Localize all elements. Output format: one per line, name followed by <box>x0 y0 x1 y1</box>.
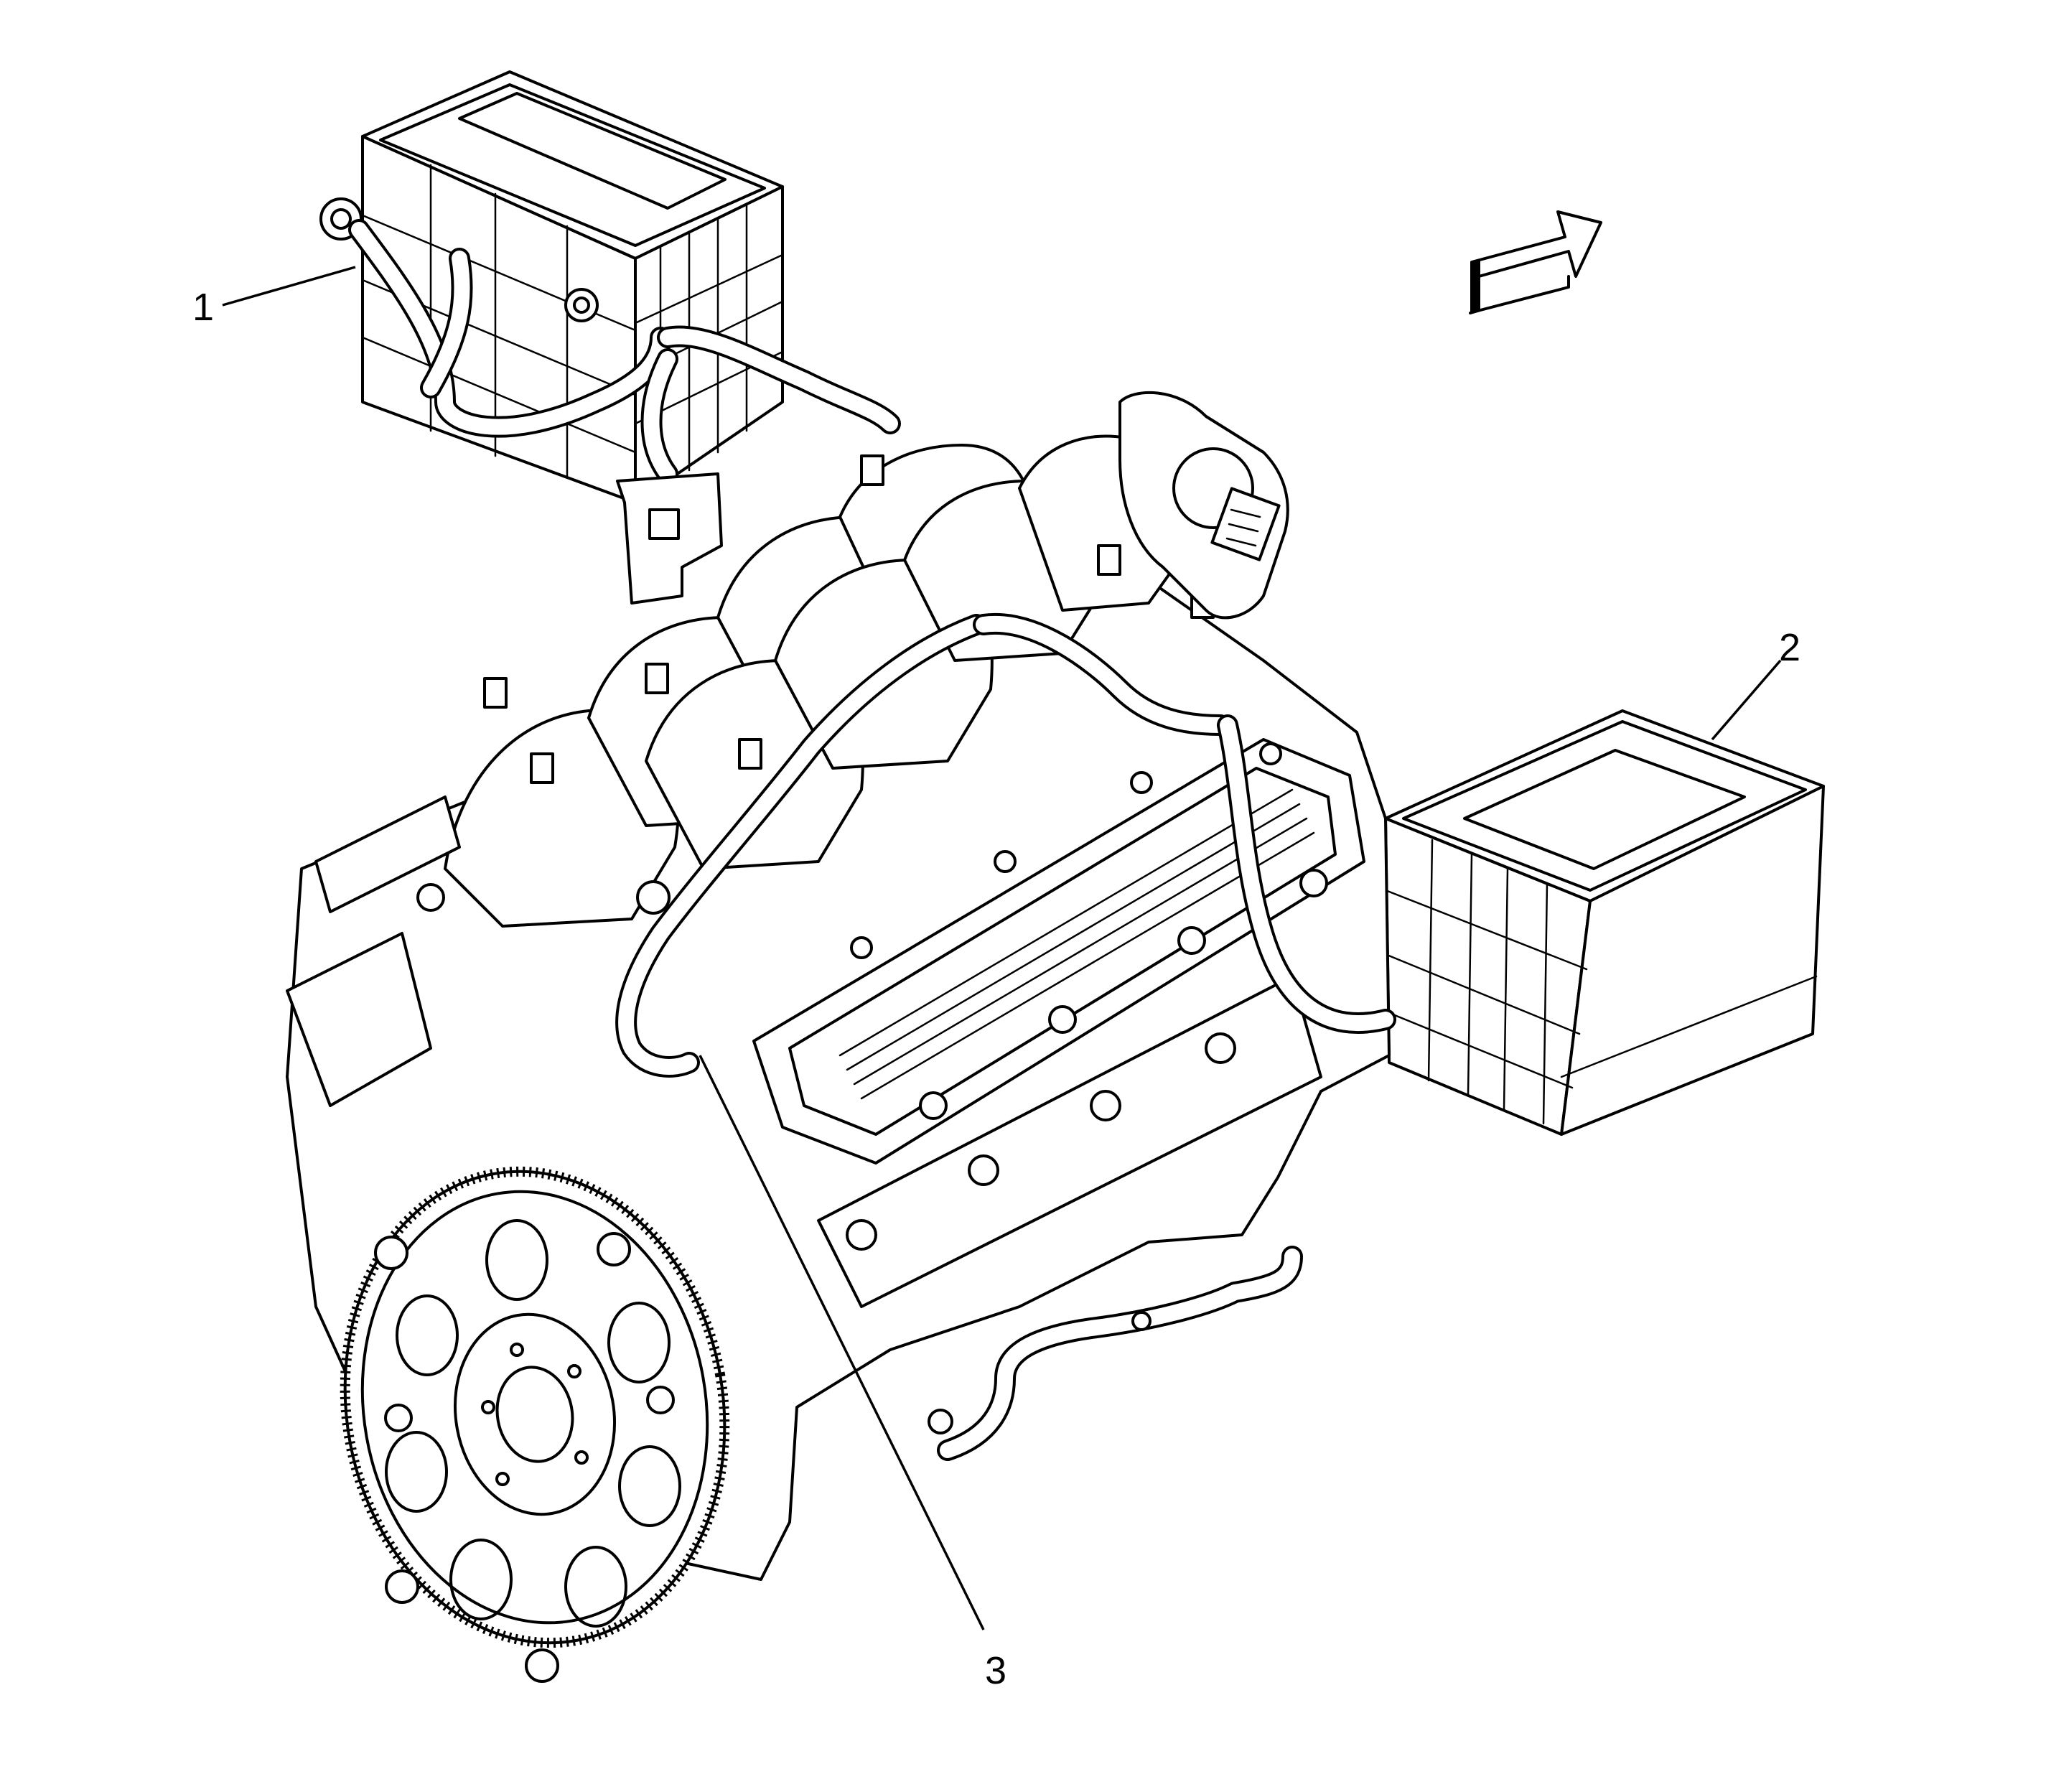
battery-2 <box>1384 709 1825 1136</box>
battery-1-cables <box>348 219 901 605</box>
ground-cable <box>615 612 1396 1461</box>
callout-3-label: 3 <box>985 1649 1006 1692</box>
callout-2-label: 2 <box>1779 626 1800 669</box>
callout-2: 2 <box>1711 626 1800 741</box>
callout-1-label: 1 <box>192 286 214 329</box>
throttle-body <box>1118 391 1289 620</box>
callout-3: 3 <box>699 1055 1006 1692</box>
flexplate <box>340 1166 730 1683</box>
callout-1: 1 <box>192 266 356 329</box>
valve-cover <box>752 738 1365 1165</box>
forward-direction-arrow-icon <box>1469 210 1602 314</box>
